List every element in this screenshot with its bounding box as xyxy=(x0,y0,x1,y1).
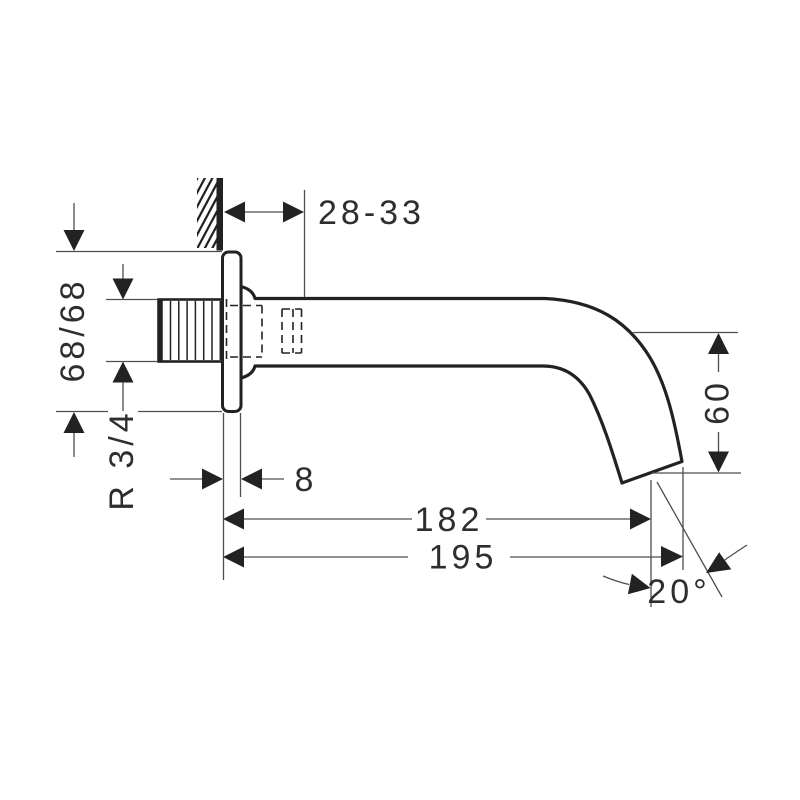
dim-length-195-label: 195 xyxy=(429,539,498,577)
dim-length-182: 182 xyxy=(223,480,652,607)
dim-length-182-label: 182 xyxy=(415,501,484,539)
arrow-right-icon xyxy=(283,201,304,223)
arrow-up-icon xyxy=(112,361,134,383)
dim-escutcheon-depth-label: 8 xyxy=(295,461,318,499)
dim-thread: R 3/4 xyxy=(103,264,158,511)
thread-lines xyxy=(169,301,222,360)
arrow-right-icon xyxy=(627,573,651,595)
dim-outlet-height: 60 xyxy=(633,331,741,474)
wall-surface-bar xyxy=(216,178,223,251)
dim-escutcheon-diameter: 68/68 xyxy=(54,203,222,457)
dim-length-195: 195 xyxy=(223,467,684,577)
arrow-right-icon xyxy=(630,508,651,530)
dim-outlet-angle: 20° xyxy=(602,481,748,611)
dim-wall-distance: 28-33 xyxy=(224,190,425,297)
spout-body xyxy=(239,284,684,485)
dim-escutcheon-diameter-label: 68/68 xyxy=(54,277,92,382)
dim-outlet-height-label: 60 xyxy=(699,379,737,425)
hidden-connector-lines xyxy=(225,299,303,363)
arrow-left-icon xyxy=(224,201,245,223)
escutcheon-flange xyxy=(221,250,243,413)
dim-escutcheon-depth: 8 xyxy=(170,413,318,580)
arrow-right-icon xyxy=(661,546,683,567)
arrow-left-icon xyxy=(223,508,244,530)
arrow-down-icon xyxy=(708,451,729,473)
arrow-right-icon xyxy=(202,468,223,490)
arrow-up-icon xyxy=(708,333,729,354)
dim-wall-distance-label: 28-33 xyxy=(318,194,425,232)
arrow-down-icon xyxy=(112,278,134,300)
arrow-left-icon xyxy=(223,546,244,568)
thread-nipple xyxy=(157,298,225,363)
dim-outlet-angle-label: 20° xyxy=(647,573,710,611)
arrow-up-icon xyxy=(63,412,85,433)
arrow-down-left-icon xyxy=(706,552,732,573)
wall-section xyxy=(197,178,223,251)
arrow-left-icon xyxy=(241,468,262,490)
dim-thread-label: R 3/4 xyxy=(103,409,141,510)
arrow-down-icon xyxy=(63,230,85,251)
